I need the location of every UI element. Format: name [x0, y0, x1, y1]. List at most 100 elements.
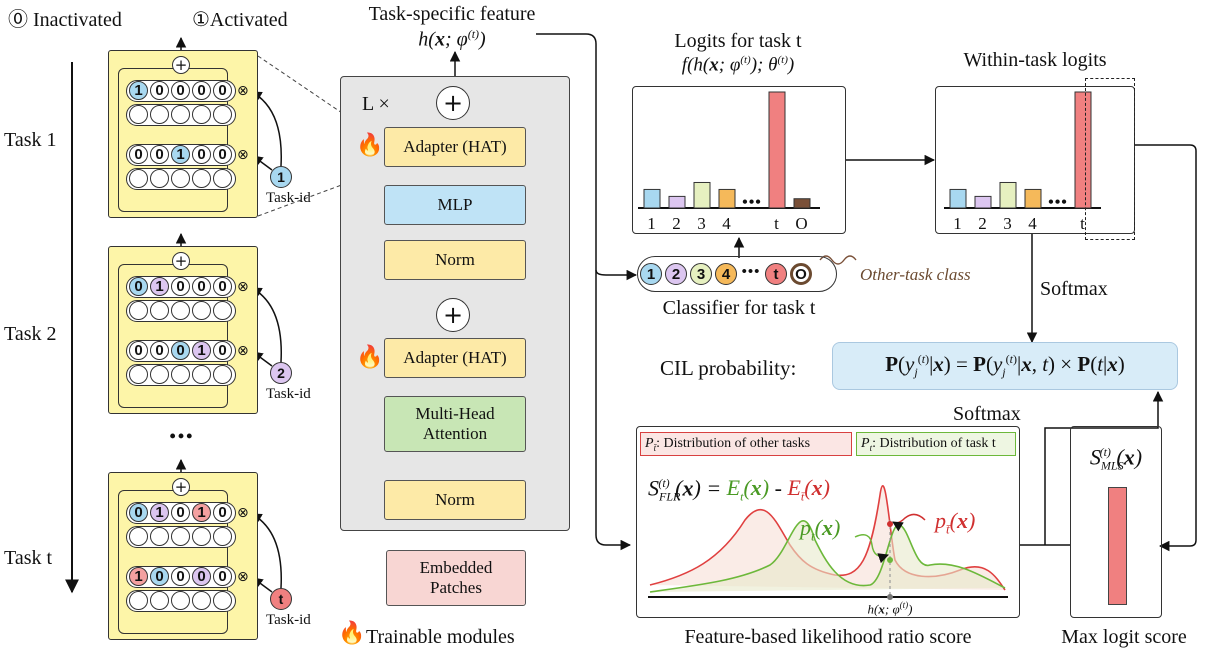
- output-formula: h(x; φ(t)): [418, 27, 486, 51]
- flr-caption: Feature-based likelihood ratio score: [684, 626, 972, 648]
- cil-formula: P(yj(t)|x) = P(yj(t)|x, t) × P(t|x): [885, 351, 1125, 380]
- neuron-unit: [171, 365, 190, 384]
- neuron-unit: [150, 301, 169, 320]
- softmax-label-2: Softmax: [953, 403, 1021, 425]
- mask-unit: 0: [171, 341, 190, 360]
- neuron-unit: [171, 105, 190, 124]
- add-node-mid: +: [436, 298, 470, 332]
- trainable-label: Trainable modules: [366, 626, 515, 648]
- bar-1: [949, 188, 967, 209]
- task-ellipsis: •••: [169, 426, 195, 446]
- flr-formula: SFLR(t) (x) = Et(x) - Et̄(x): [648, 475, 830, 504]
- mask-unit: 0: [213, 341, 232, 360]
- tick-label-3: 3: [697, 214, 707, 233]
- task-id-label: Task-id: [266, 386, 311, 402]
- tick-label-t: t: [774, 214, 780, 233]
- tick-label-2: 2: [672, 214, 682, 233]
- ellipsis-label: •••: [1048, 194, 1068, 211]
- mask-unit: 0: [150, 341, 169, 360]
- selected-t-highlight: [1085, 78, 1135, 240]
- fire-icon-legend: 🔥: [338, 620, 366, 645]
- mls-panel: [1070, 426, 1162, 618]
- task-1-label: Task 1: [4, 129, 57, 151]
- neuron-unit: [192, 365, 211, 384]
- mask-unit: 0: [129, 503, 148, 522]
- tick-label-1: 1: [647, 214, 657, 233]
- mask-unit: 0: [171, 567, 190, 586]
- mask-unit: 0: [150, 81, 169, 100]
- ellipsis-label: •••: [742, 194, 762, 211]
- mask-unit: 0: [171, 503, 190, 522]
- multiply-icon: ⊗: [237, 505, 249, 521]
- within-title: Within-task logits: [963, 49, 1107, 71]
- logits-panel: [632, 86, 846, 234]
- mlp-module: MLP: [384, 185, 526, 225]
- tick-label-4: 4: [722, 214, 732, 233]
- flr-panel: [636, 426, 1020, 618]
- mask-unit: 1: [171, 145, 190, 164]
- bar-3: [693, 181, 711, 209]
- mask-unit: 0: [129, 341, 148, 360]
- class-circle-1: 1: [640, 263, 662, 285]
- classifier-ellipsis: •••: [741, 264, 761, 280]
- neuron-unit: [213, 527, 232, 546]
- pt-symbol: Pt: [861, 435, 873, 453]
- logits-formula: f(h(x; φ(t)); θ(t)): [681, 54, 795, 76]
- tick-label-2: 2: [978, 214, 988, 233]
- mask-unit: 0: [150, 567, 169, 586]
- mask-unit: 0: [213, 567, 232, 586]
- block-add-node: +: [172, 56, 190, 74]
- task-block: [108, 246, 258, 414]
- pf-symbol: Pt̄: [645, 435, 657, 453]
- output-title: Task-specific feature: [368, 3, 536, 25]
- neuron-unit: [192, 301, 211, 320]
- neuron-unit: [192, 169, 211, 188]
- tick-label-t: t: [1080, 214, 1086, 233]
- tick-label-1: 1: [953, 214, 963, 233]
- bar-2: [668, 195, 686, 209]
- multiply-icon: ⊗: [237, 279, 249, 295]
- mask-unit: 1: [192, 341, 211, 360]
- neuron-unit: [129, 169, 148, 188]
- mls-bar: [1108, 487, 1127, 605]
- mask-unit: 0: [213, 503, 232, 522]
- bar-4: [1024, 188, 1042, 209]
- classifier-title: Classifier for task t: [662, 297, 816, 319]
- class-circle-t: t: [765, 263, 787, 285]
- tick-label-3: 3: [1003, 214, 1013, 233]
- legend-inactivated: ⓪ Inactivated: [8, 9, 122, 31]
- mask-unit: 1: [129, 567, 148, 586]
- other-task-class-label: Other-task class: [860, 265, 971, 284]
- mask-unit: 0: [192, 277, 211, 296]
- within-bars: [944, 91, 1101, 209]
- neuron-unit: [213, 591, 232, 610]
- neuron-unit: [129, 591, 148, 610]
- bar-t: [768, 91, 786, 209]
- mask-unit: 1: [192, 503, 211, 522]
- logits-bars: [638, 91, 820, 209]
- mask-unit: 0: [213, 277, 232, 296]
- mask-unit: 1: [150, 277, 169, 296]
- class-circle-2: 2: [665, 263, 687, 285]
- neuron-unit: [129, 527, 148, 546]
- add-node-top: +: [436, 86, 470, 120]
- norm-bottom: Norm: [384, 480, 526, 520]
- neuron-unit: [150, 527, 169, 546]
- multi-head-attention: Multi-Head Attention: [384, 396, 526, 452]
- repeat-label: L ×: [362, 93, 390, 115]
- neuron-unit: [213, 105, 232, 124]
- block-add-node: +: [172, 252, 190, 270]
- mask-unit: 0: [129, 145, 148, 164]
- legend-other-text: : Distribution of other tasks: [656, 436, 811, 451]
- bar-1: [643, 188, 661, 209]
- task-id-label: Task-id: [266, 612, 311, 628]
- multiply-icon: ⊗: [237, 343, 249, 359]
- neuron-unit: [150, 169, 169, 188]
- mask-unit: 0: [192, 81, 211, 100]
- neuron-unit: [213, 169, 232, 188]
- logits-title: Logits for task t: [674, 30, 802, 52]
- tick-label-4: 4: [1028, 214, 1038, 233]
- multiply-icon: ⊗: [237, 147, 249, 163]
- task-id-circle: t: [270, 588, 292, 610]
- flr-axis-label: h(x; φ(t)): [867, 600, 913, 617]
